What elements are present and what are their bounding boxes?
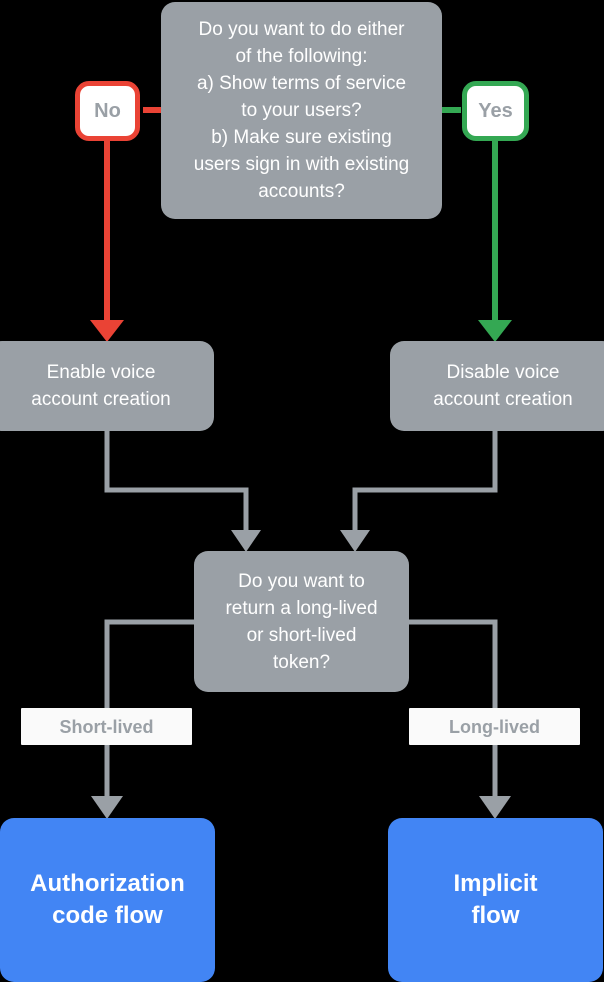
authorization-code-flow-line-2: code flow (52, 902, 163, 929)
disable-voice-line-1: Disable voice (446, 362, 560, 383)
question-1-line-7: accounts? (258, 181, 345, 202)
arrowhead-question2-to-authorization (91, 796, 123, 819)
answer-pill-no[interactable]: No (75, 81, 140, 141)
connector-enable-to-question2 (104, 430, 249, 534)
question-1-line-3: a) Show terms of service (196, 73, 407, 94)
disable-voice-line-2: account creation (433, 389, 573, 410)
outcome-node-implicit-flow[interactable]: Implicit flow (388, 818, 603, 982)
authorization-code-flow-line-1: Authorization (30, 870, 185, 897)
decision-node-question-2[interactable]: Do you want to return a long-lived or sh… (194, 551, 409, 692)
arrowhead-question2-to-implicit (479, 796, 511, 819)
question-2-line-4: token? (272, 651, 331, 673)
enable-voice-line-1: Enable voice (46, 362, 156, 383)
edge-label-short-lived-text: Short-lived (59, 716, 154, 737)
implicit-flow-line-1: Implicit (453, 870, 538, 897)
arrowhead-no-to-enable (90, 320, 124, 342)
question-1-line-4: to your users? (241, 100, 362, 121)
process-node-disable-voice-account-creation[interactable]: Disable voice account creation (390, 341, 604, 431)
edge-label-short-lived: Short-lived (21, 708, 192, 745)
edge-label-long-lived-text: Long-lived (449, 716, 540, 737)
implicit-flow-line-2: flow (471, 902, 520, 929)
process-node-enable-voice-account-creation[interactable]: Enable voice account creation (0, 341, 214, 431)
question-2-line-3: or short-lived (246, 624, 357, 646)
question-2-line-2: return a long-lived (225, 597, 378, 619)
enable-voice-line-2: account creation (31, 389, 171, 410)
question-1-line-5: b) Make sure existing (211, 127, 392, 148)
question-1-line-6: users sign in with existing (193, 154, 410, 175)
arrowhead-disable-to-question2 (340, 530, 370, 552)
connector-disable-to-question2 (352, 430, 498, 534)
question-2-line-1: Do you want to (238, 570, 365, 592)
outcome-node-authorization-code-flow[interactable]: Authorization code flow (0, 818, 215, 982)
arrowhead-yes-to-disable (478, 320, 512, 342)
decision-node-question-1[interactable]: Do you want to do either of the followin… (161, 2, 442, 219)
answer-pill-no-label: No (94, 100, 121, 122)
answer-pill-yes[interactable]: Yes (462, 81, 529, 141)
question-1-line-1: Do you want to do either (198, 19, 405, 40)
question-1-line-2: of the following: (235, 46, 368, 67)
arrowhead-enable-to-question2 (231, 530, 261, 552)
edge-label-long-lived: Long-lived (409, 708, 580, 745)
answer-pill-yes-label: Yes (478, 100, 513, 122)
